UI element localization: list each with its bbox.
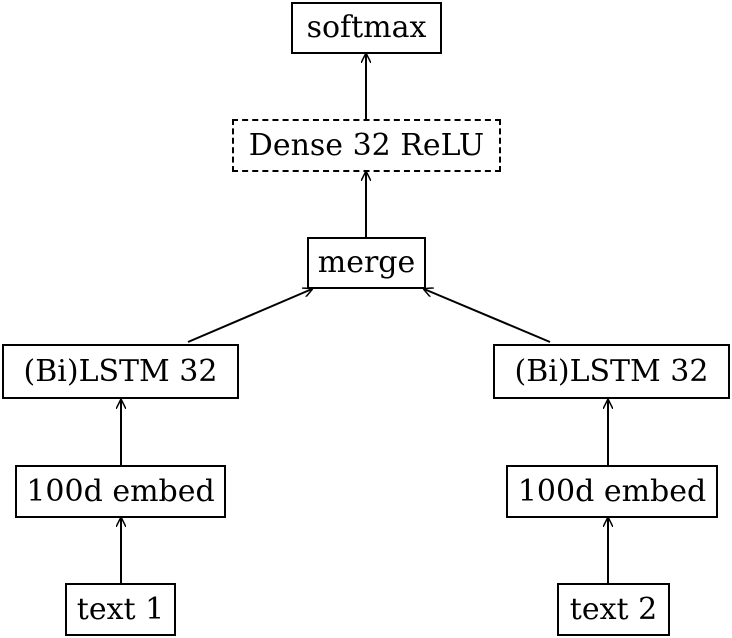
- text2-node: text 2: [557, 583, 670, 636]
- lstm-node-right: (Bi)LSTM 32: [493, 344, 730, 399]
- softmax-node: softmax: [291, 2, 442, 54]
- edge-lstm1-to-merge: [187, 289, 312, 343]
- merge-node: merge: [307, 237, 426, 289]
- lstm-node-left: (Bi)LSTM 32: [2, 344, 239, 399]
- embed-node-right: 100d embed: [506, 465, 718, 518]
- embed-node-left: 100d embed: [15, 465, 226, 518]
- dense-relu-node: Dense 32 ReLU: [232, 119, 501, 172]
- text1-node: text 1: [65, 583, 176, 636]
- edge-lstm2-to-merge: [424, 289, 551, 343]
